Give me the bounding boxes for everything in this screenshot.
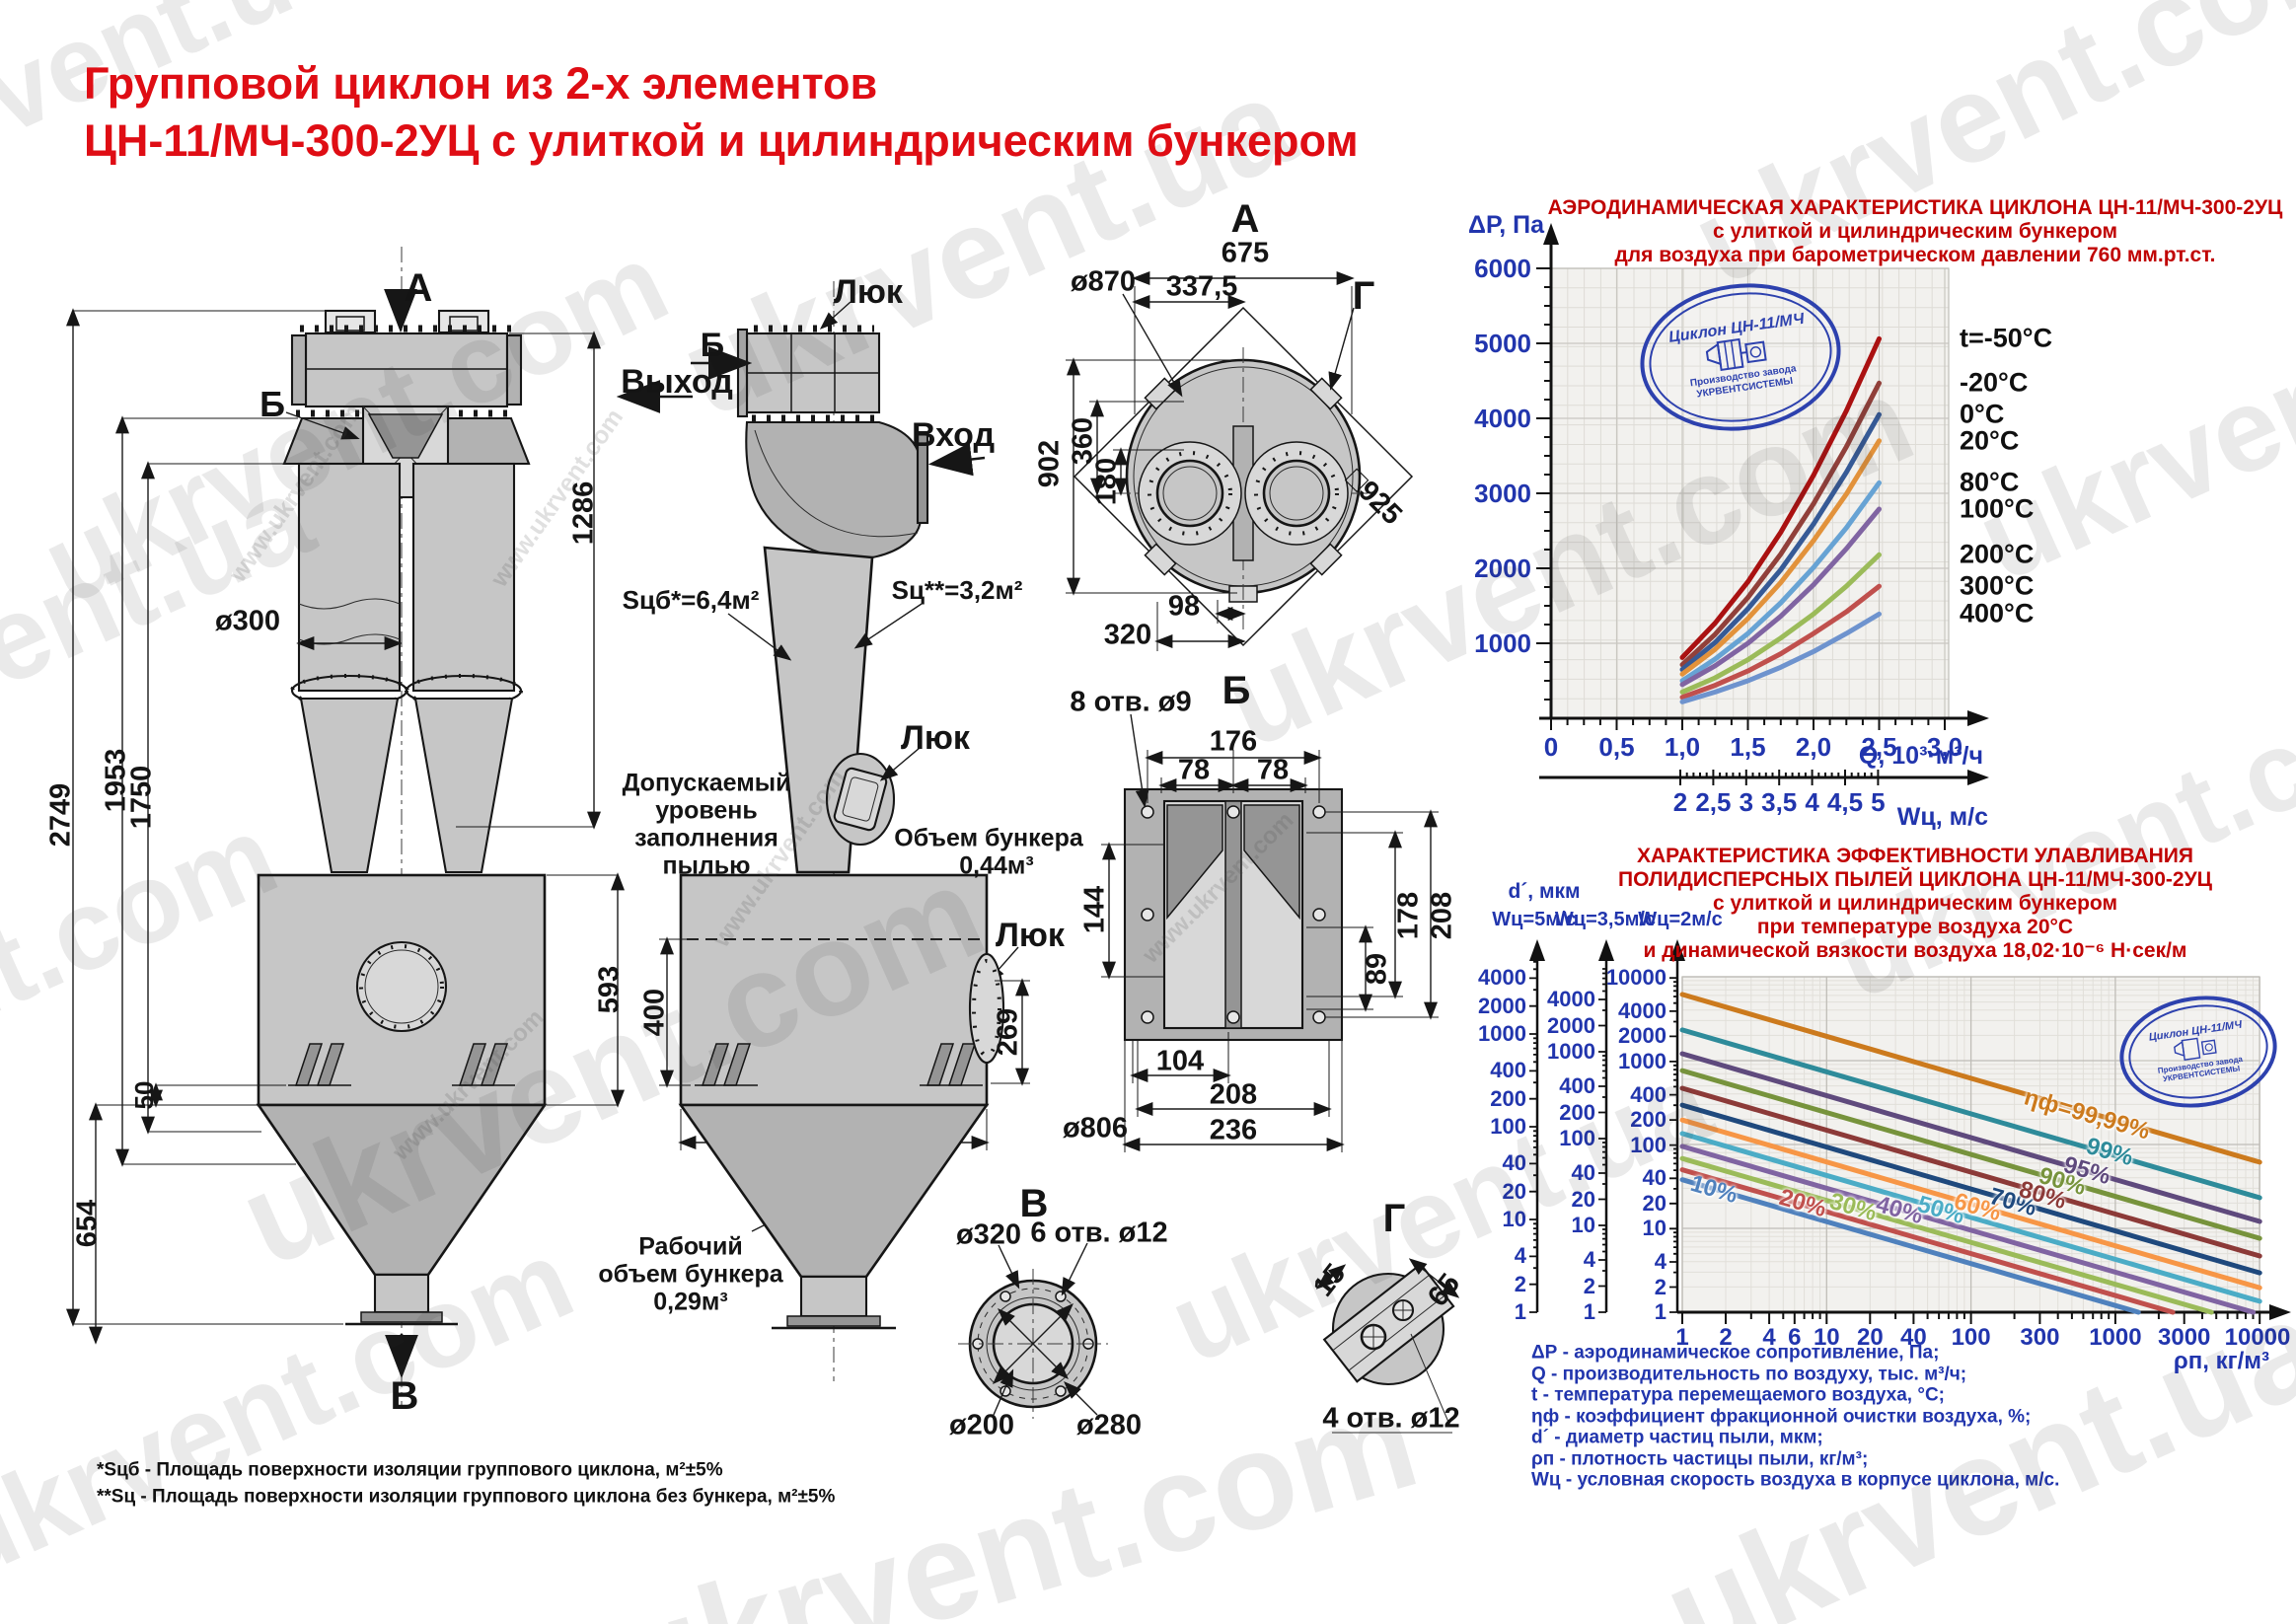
factory-stamp-logo: Циклон ЦН-11/МЧ Производство завода УКРВ… (1630, 270, 1851, 444)
page-title-line1: Групповой циклон из 2-х элементов (84, 58, 878, 109)
efficiency-line (1679, 1117, 2262, 1291)
aero-x-axis-label: Q, 10³·м³/ч (1858, 742, 1983, 770)
efficiency-x-axis-label: ρп, кг/м³ (2173, 1348, 2269, 1374)
w-scale-label-5: Wц=5м/с (1492, 909, 1577, 930)
side-view (616, 281, 1030, 1381)
efficiency-line (1679, 1102, 2262, 1276)
efficiency-chart-title-line2: ПОЛИДИСПЕРСНЫХ ПЫЛЕЙ ЦИКЛОНА ЦН-11/МЧ-30… (1618, 868, 2212, 891)
w-scale-arrow (1529, 939, 1545, 961)
efficiency-line (1679, 1144, 2257, 1315)
page-title: Групповой циклон из 2-х элементов ЦН-11/… (84, 55, 1359, 170)
logo-cyclone-icon (1705, 337, 1767, 371)
aero-w-axis-label: Wц, м/с (1896, 803, 1988, 831)
front-view (66, 247, 625, 1407)
efficiency-line (1679, 1051, 2262, 1224)
view-v (958, 1242, 1108, 1419)
aero-w-ticks (1679, 770, 1880, 785)
efficiency-chart-title-line1: ХАРАКТЕРИСТИКА ЭФФЕКТИВНОСТИ УЛАВЛИВАНИЯ (1637, 845, 2193, 867)
efficiency-chart-title-line3: с улиткой и цилиндрическим бункером (1712, 892, 2118, 915)
w-scale-ticks (1669, 977, 1677, 1313)
efficiency-line (1679, 1177, 2141, 1315)
efficiency-line (1679, 1131, 2262, 1304)
view-b (1101, 713, 1439, 1152)
efficiency-chart-title-line4: при температуре воздуха 20°С (1756, 916, 2074, 938)
efficiency-chart-title-line5: и динамической вязкости воздуха 18,02·10… (1643, 939, 2187, 962)
w-scale-arrow (1669, 939, 1685, 961)
temperature-curve (1679, 480, 1882, 684)
aero-chart-title: АЭРОДИНАМИЧЕСКАЯ ХАРАКТЕРИСТИКА ЦИКЛОНА … (1539, 196, 2291, 267)
w-scale-arrow (1598, 939, 1614, 961)
eff-x-axis-arrow (2269, 1304, 2291, 1320)
aero-y-axis-arrow (1543, 223, 1559, 245)
temperature-curve (1679, 380, 1882, 668)
temperature-curve (1679, 506, 1882, 688)
efficiency-line (1679, 992, 2262, 1165)
page-title-line2: ЦН-11/МЧ-300-2УЦ с улиткой и цилиндричес… (84, 115, 1359, 166)
temperature-curve (1679, 611, 1882, 704)
view-g (1315, 1258, 1460, 1434)
efficiency-line (1679, 1085, 2262, 1259)
aero-ticks (1536, 267, 1946, 730)
efficiency-chart-title: ХАРАКТЕРИСТИКА ЭФФЕКТИВНОСТИ УЛАВЛИВАНИЯ… (1539, 845, 2291, 963)
aero-x-axis-arrow (1967, 710, 1989, 726)
aero-chart-title-line3: для воздуха при барометрическом давлении… (1614, 244, 2216, 266)
eff-ticks (1681, 1312, 2261, 1324)
logo-cyclone-icon (2174, 1037, 2217, 1061)
w-scale-ticks (1529, 961, 1537, 1313)
aero-chart-title-line2: с улиткой и цилиндрическим бункером (1712, 220, 2118, 243)
top-view-a (1066, 271, 1414, 651)
temperature-curve (1679, 335, 1882, 660)
aero-w-axis-arrow (1967, 770, 1989, 785)
efficiency-line (1679, 1027, 2262, 1201)
w-scale-label-3-5: Wц=3,5м/с (1554, 909, 1657, 930)
factory-stamp-logo: Циклон ЦН-11/МЧ Производство завода УКРВ… (2111, 986, 2285, 1118)
temperature-curve (1679, 552, 1882, 695)
particle-diameter-axis-label: d´, мкм (1508, 880, 1581, 903)
aero-chart-title-line1: АЭРОДИНАМИЧЕСКАЯ ХАРАКТЕРИСТИКА ЦИКЛОНА … (1547, 196, 2283, 219)
efficiency-line (1679, 1155, 2214, 1315)
temperature-curve (1679, 411, 1882, 673)
temperature-curve (1679, 438, 1882, 677)
aero-y-axis-label: ΔР, Па (1468, 211, 1544, 239)
efficiency-line (1679, 1167, 2176, 1315)
efficiency-line (1679, 1068, 2262, 1241)
w-scale-ticks (1598, 968, 1606, 1313)
w-scale-label-2: Wц=2м/с (1638, 909, 1723, 930)
temperature-curve (1679, 583, 1882, 701)
